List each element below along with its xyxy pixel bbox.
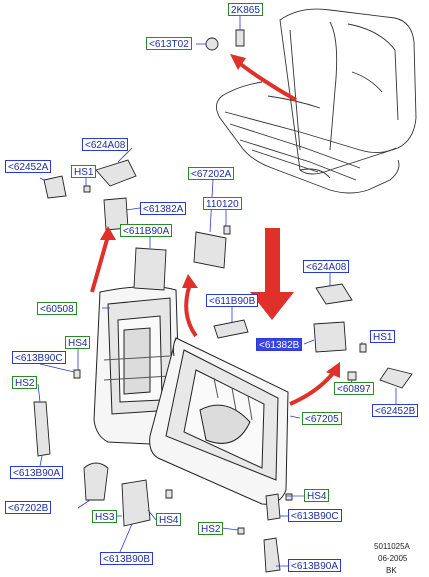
arrow-heads (100, 54, 340, 378)
rear-seat-illustration (216, 8, 417, 194)
callout-67202b[interactable]: <67202B (5, 501, 52, 514)
callout-62452b[interactable]: <62452B (372, 404, 419, 417)
callout-61382a[interactable]: <61382A (140, 202, 187, 215)
callout-2k865[interactable]: 2K865 (228, 3, 263, 16)
callout-611b90a[interactable]: <611B90A (120, 224, 173, 237)
small-parts (33, 29, 413, 573)
callout-hs2-left[interactable]: HS2 (12, 376, 38, 389)
red-arrows (90, 60, 336, 406)
callout-613t02[interactable]: <613T02 (146, 37, 192, 50)
arrow-up-right (184, 283, 198, 338)
arrow-right (289, 370, 336, 406)
callout-hs4-bottom[interactable]: HS4 (156, 513, 182, 526)
callout-613b90a-left[interactable]: <613B90A (10, 466, 63, 479)
callout-hs3[interactable]: HS3 (92, 510, 118, 523)
callout-67205[interactable]: <67205 (302, 412, 342, 425)
callout-110120[interactable]: 110120 (203, 197, 242, 210)
diagram-code: 5011025A (374, 542, 410, 551)
callout-hs2-right[interactable]: HS2 (198, 522, 224, 535)
callout-hs4-right[interactable]: HS4 (304, 489, 330, 502)
callout-61382b-selected[interactable]: <61382B (256, 338, 303, 351)
callout-624a08-top[interactable]: <624A08 (82, 138, 129, 151)
arrow-up-left (90, 235, 110, 293)
callout-624a08-right[interactable]: <624A08 (303, 260, 350, 273)
diagram-suffix: BK (386, 566, 397, 575)
big-down-arrow (250, 228, 294, 320)
callout-613b90a-right[interactable]: <613B90A (288, 559, 341, 572)
callout-613b90b[interactable]: <613B90B (100, 552, 153, 565)
callout-611b90b[interactable]: <611B90B (206, 294, 259, 307)
right-backrest-frame (149, 337, 289, 505)
left-backrest-frame (93, 285, 181, 445)
arrow-to-seat (236, 60, 298, 102)
callout-613b90c-right[interactable]: <613B90C (288, 509, 342, 522)
callout-60508[interactable]: <60508 (37, 302, 77, 315)
callout-62452a-left[interactable]: <62452A (5, 160, 52, 173)
callout-67202a[interactable]: <67202A (188, 167, 235, 180)
callout-hs1-left[interactable]: HS1 (71, 165, 97, 178)
callout-613b90c-left[interactable]: <613B90C (12, 351, 66, 364)
diagram-date: 06-2005 (378, 554, 408, 563)
callout-hs4-left[interactable]: HS4 (65, 336, 91, 349)
callout-hs1-right[interactable]: HS1 (370, 330, 396, 343)
callout-60897[interactable]: <60897 (334, 382, 374, 395)
